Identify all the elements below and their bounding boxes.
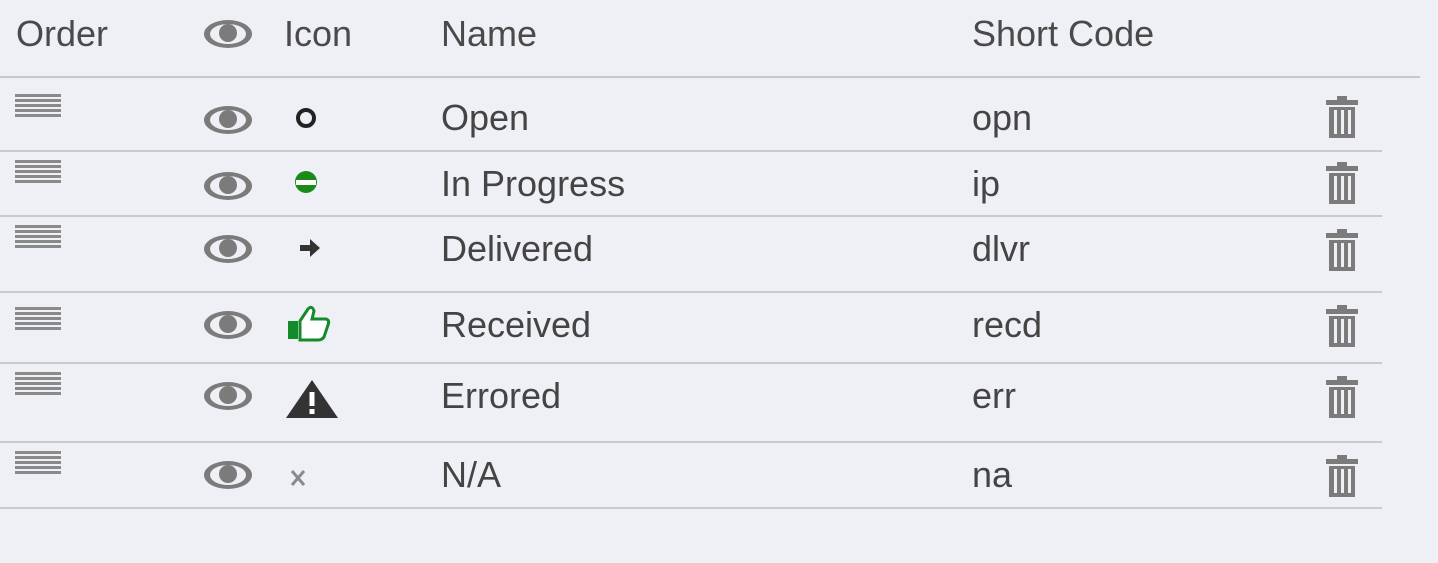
- visibility-toggle[interactable]: [202, 233, 254, 265]
- row-short-code[interactable]: ip: [972, 163, 1001, 204]
- table-row: N/A na: [0, 443, 1382, 509]
- trash-icon: [1326, 96, 1358, 138]
- delete-button[interactable]: [1324, 374, 1360, 420]
- visibility-toggle[interactable]: [202, 459, 254, 491]
- row-name[interactable]: Errored: [441, 375, 562, 416]
- visibility-toggle[interactable]: [202, 309, 254, 341]
- eye-icon: [204, 311, 252, 339]
- drag-handle-icon[interactable]: [15, 94, 61, 118]
- drag-handle-icon[interactable]: [15, 225, 61, 249]
- thumbs-up-icon: [284, 303, 340, 343]
- visibility-toggle[interactable]: [202, 380, 254, 412]
- eye-icon: [204, 382, 252, 410]
- eye-icon: [204, 461, 252, 489]
- column-header-short-code[interactable]: Short Code: [972, 13, 1155, 54]
- row-name[interactable]: Open: [441, 97, 530, 138]
- eye-icon: [204, 235, 252, 263]
- column-header-visibility[interactable]: [202, 18, 254, 58]
- delete-button[interactable]: [1324, 227, 1360, 273]
- column-header-icon[interactable]: Icon: [284, 13, 353, 54]
- warning-triangle-icon: [284, 378, 340, 418]
- trash-icon: [1326, 455, 1358, 497]
- column-header-name[interactable]: Name: [441, 13, 538, 54]
- delete-button[interactable]: [1324, 453, 1360, 499]
- table-header: Order Icon Name Short Code: [0, 0, 1420, 78]
- visibility-toggle[interactable]: [202, 104, 254, 136]
- trash-icon: [1326, 305, 1358, 347]
- drag-handle-icon[interactable]: [15, 307, 61, 331]
- delete-button[interactable]: [1324, 94, 1360, 140]
- eye-icon: [204, 20, 252, 48]
- in-progress-half-circle-icon: [284, 162, 340, 202]
- table-row: In Progress ip: [0, 152, 1382, 217]
- row-name[interactable]: N/A: [441, 454, 502, 495]
- row-short-code[interactable]: opn: [972, 97, 1033, 138]
- row-name[interactable]: Received: [441, 304, 592, 345]
- row-name[interactable]: In Progress: [441, 163, 626, 204]
- table-row: Received recd: [0, 293, 1382, 364]
- column-header-order[interactable]: Order: [16, 13, 109, 54]
- drag-handle-icon[interactable]: [15, 451, 61, 475]
- table-row: Open opn: [0, 78, 1382, 152]
- delete-button[interactable]: [1324, 303, 1360, 349]
- trash-icon: [1326, 162, 1358, 204]
- delete-button[interactable]: [1324, 160, 1360, 206]
- visibility-toggle[interactable]: [202, 170, 254, 202]
- row-short-code[interactable]: na: [972, 454, 1013, 495]
- table-row: Delivered dlvr: [0, 217, 1382, 293]
- eye-icon: [204, 106, 252, 134]
- row-short-code[interactable]: recd: [972, 304, 1043, 345]
- drag-handle-icon[interactable]: [15, 372, 61, 396]
- drag-handle-icon[interactable]: [15, 160, 61, 184]
- trash-icon: [1326, 376, 1358, 418]
- table-row: Errored err: [0, 364, 1382, 443]
- row-name[interactable]: Delivered: [441, 228, 594, 269]
- row-short-code[interactable]: dlvr: [972, 228, 1031, 269]
- trash-icon: [1326, 229, 1358, 271]
- x-mark-icon: [284, 457, 340, 497]
- arrow-right-icon: [284, 229, 340, 269]
- eye-icon: [204, 172, 252, 200]
- open-circle-icon: [284, 98, 340, 138]
- row-short-code[interactable]: err: [972, 375, 1016, 416]
